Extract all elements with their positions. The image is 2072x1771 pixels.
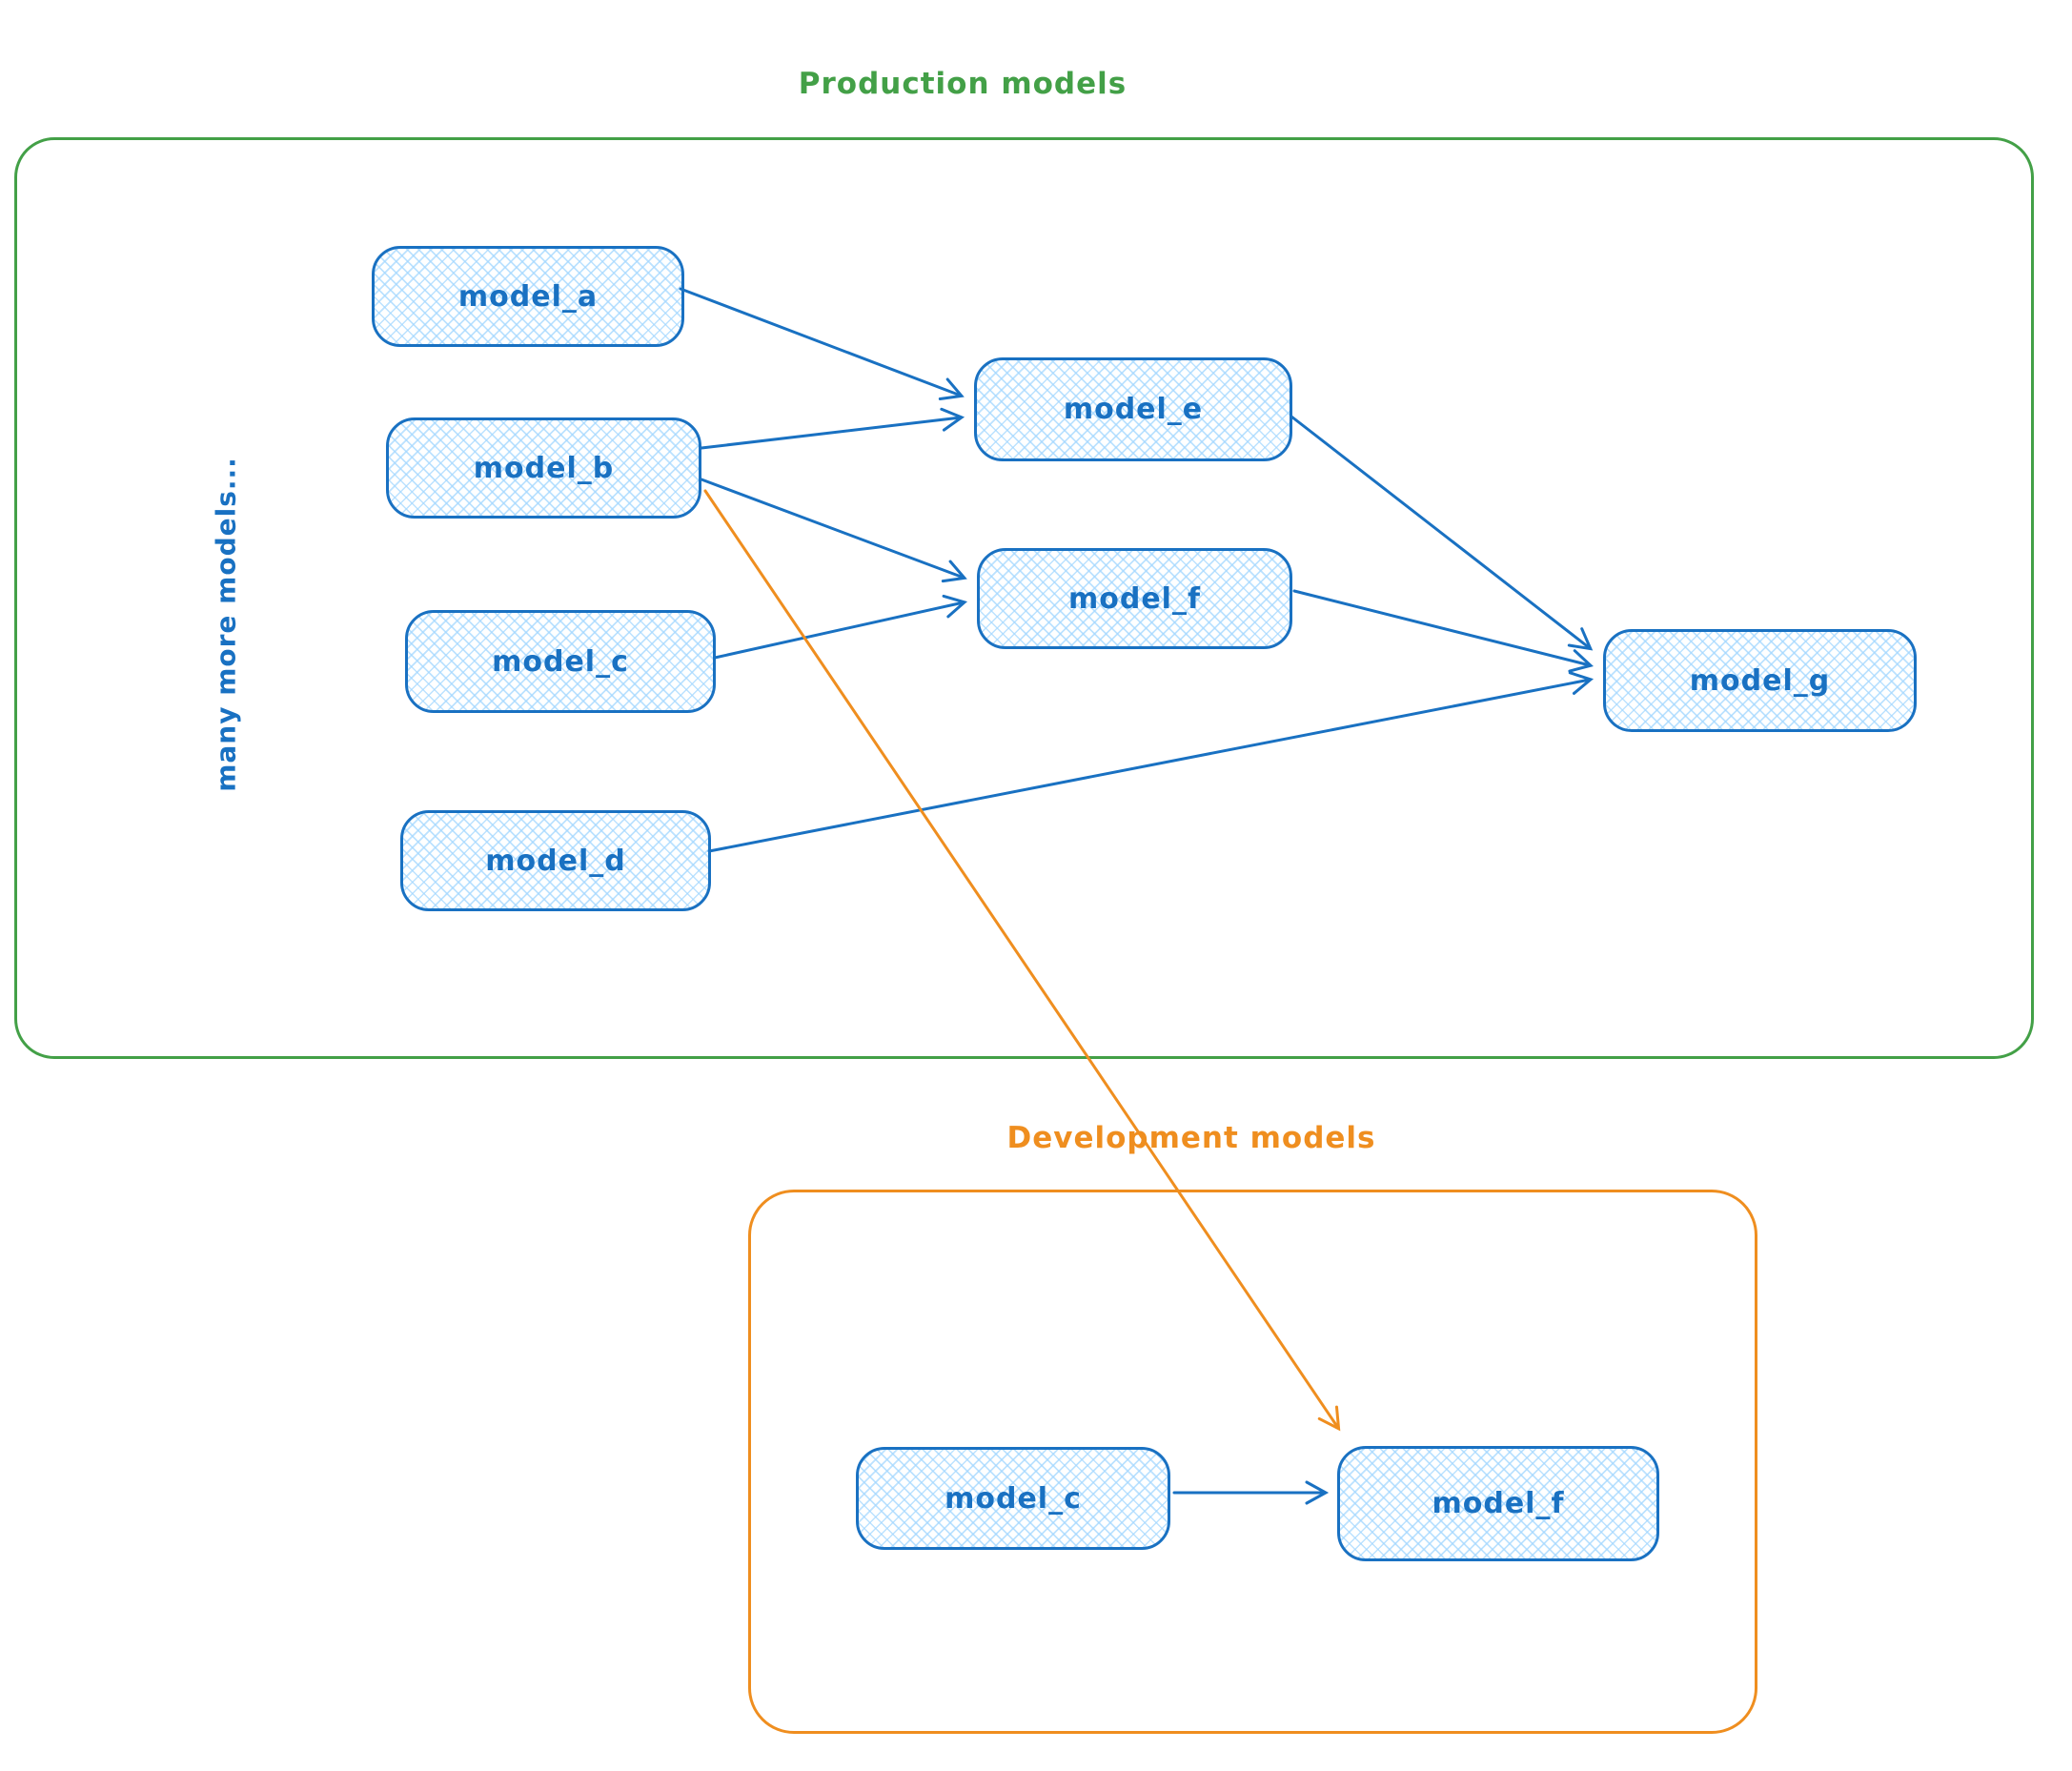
node-model_e: model_e [974,357,1292,461]
node-dev-model_c-label: model_c [945,1481,1082,1516]
node-model_a: model_a [372,246,684,347]
node-model_c: model_c [405,610,716,713]
development-group-title: Development models [1006,1121,1376,1155]
node-model_d-label: model_d [485,844,626,878]
node-model_b: model_b [386,417,701,519]
production-group-title: Production models [798,67,1127,101]
node-model_f: model_f [977,548,1292,649]
node-model_d: model_d [400,810,711,911]
node-model_g-label: model_g [1689,663,1831,698]
node-dev-model_c: model_c [856,1447,1170,1550]
node-model_a-label: model_a [457,279,599,314]
node-model_c-label: model_c [492,644,629,679]
node-model_g: model_g [1603,629,1917,732]
node-dev-model_f-label: model_f [1432,1487,1565,1520]
node-model_e-label: model_e [1063,393,1204,426]
many-more-models-note: many more models... [210,457,242,792]
node-model_b-label: model_b [473,451,615,485]
node-model_f-label: model_f [1067,581,1202,616]
node-dev-model_f: model_f [1337,1446,1659,1561]
